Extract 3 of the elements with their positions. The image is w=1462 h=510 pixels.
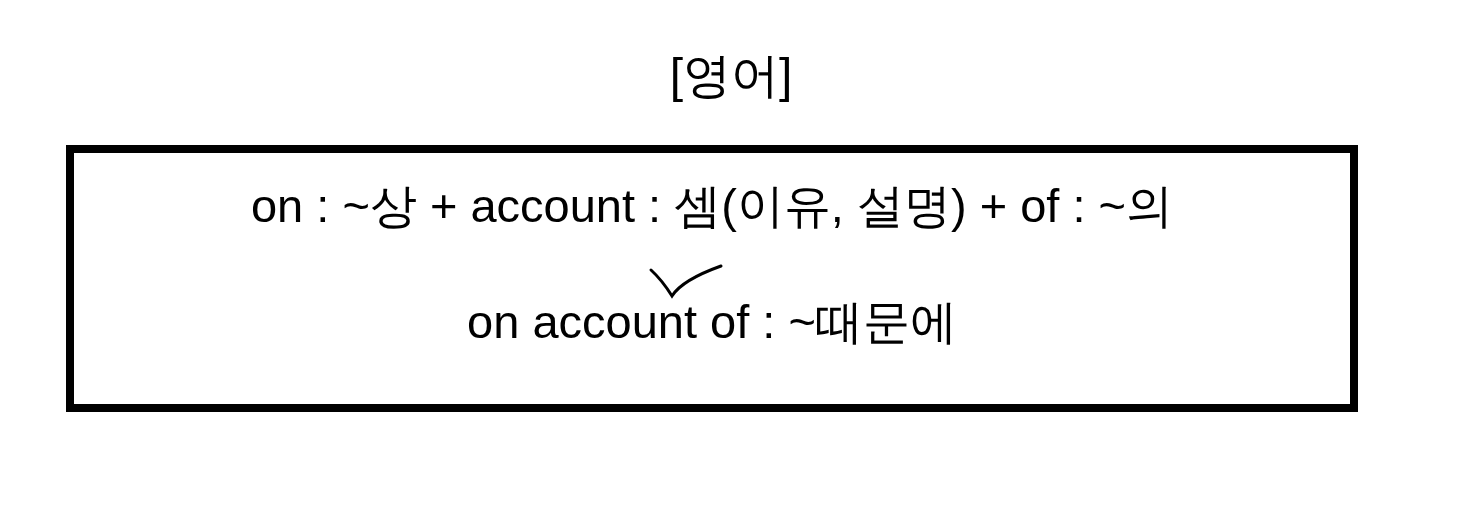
title: [영어] [669,52,793,100]
box-text: on account of : ~때문에 [467,298,957,345]
text-box [66,145,1358,412]
